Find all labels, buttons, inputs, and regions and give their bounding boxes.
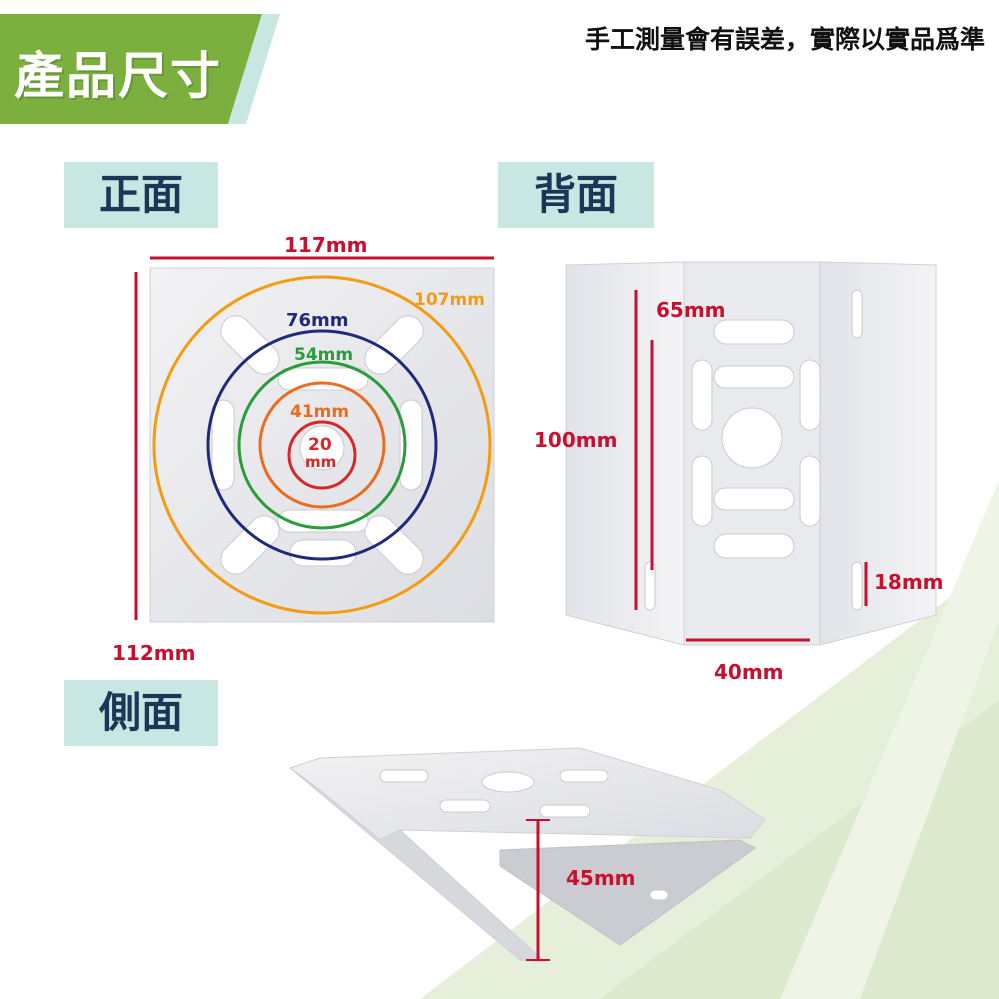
page-title: 產品尺寸 xyxy=(14,47,222,105)
section-tag-side: 側面 xyxy=(64,680,218,746)
circle-20-label-unit: mm xyxy=(305,453,337,471)
disclaimer-text: 手工測量會有誤差，實際以實品爲準 xyxy=(584,25,985,54)
circle-20-label-number: 20 xyxy=(308,435,332,455)
header-badge xyxy=(0,14,280,124)
back-slot-label: 18mm xyxy=(874,570,944,594)
section-tag-back: 背面 xyxy=(498,162,654,228)
side-bracket xyxy=(288,747,766,963)
front-height-label: 112mm xyxy=(112,641,196,665)
front-width-label: 117mm xyxy=(284,233,368,257)
back-width-label: 40mm xyxy=(714,660,784,684)
circle-54-label: 54mm xyxy=(294,345,354,365)
back-inner-height-label: 65mm xyxy=(656,298,726,322)
section-tag-front: 正面 xyxy=(64,162,218,228)
circle-41-label: 41mm xyxy=(290,402,350,422)
front-plate xyxy=(149,267,495,623)
back-bracket xyxy=(565,261,937,646)
circle-76-label: 76mm xyxy=(286,310,349,331)
side-depth-label: 45mm xyxy=(566,866,636,890)
circle-107-label: 107mm xyxy=(414,290,485,310)
back-height-label: 100mm xyxy=(534,428,618,452)
